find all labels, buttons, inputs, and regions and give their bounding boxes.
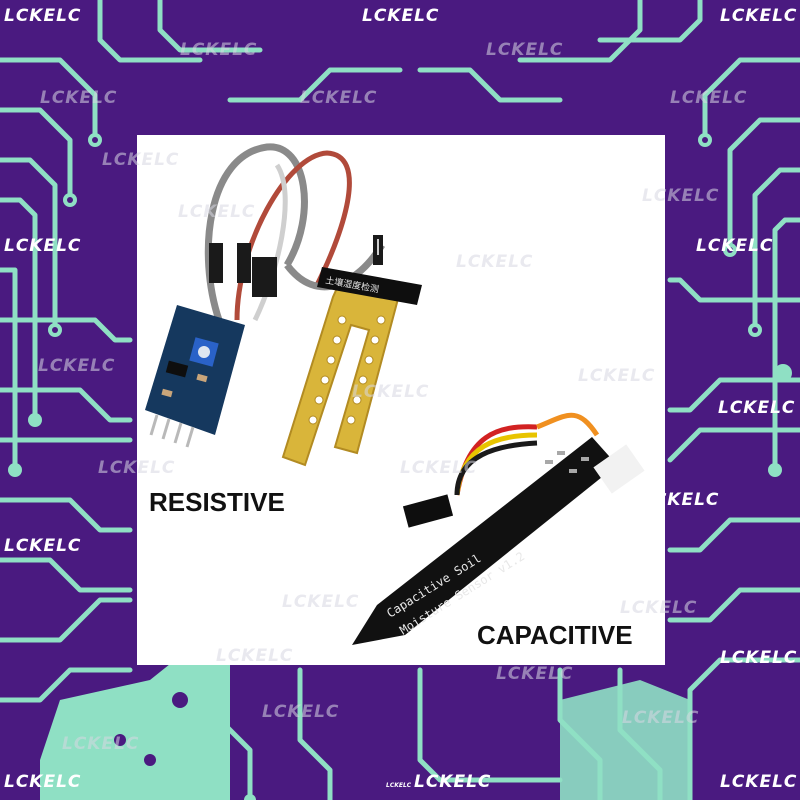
capacitive-label: CAPACITIVE [477, 620, 633, 650]
watermark: LCKELC [386, 782, 412, 789]
photo-panel: Capacitive Soil Moisture Sensor v1.2 土壤湿… [137, 135, 665, 665]
watermark: LCKELC [642, 490, 720, 510]
watermark: LCKELC [102, 150, 180, 170]
watermark: LCKELC [62, 734, 140, 754]
capacitive-wires [402, 412, 600, 528]
watermark: LCKELC [38, 356, 116, 376]
resistive-label: RESISTIVE [149, 487, 285, 517]
watermark: LCKELC [400, 458, 478, 478]
watermark: LCKELC [670, 88, 748, 108]
watermark: LCKELC [720, 648, 798, 668]
watermark: LCKELC [696, 236, 774, 256]
watermark: LCKELC [642, 186, 720, 206]
watermark: LCKELC [180, 40, 258, 60]
watermark: LCKELC [622, 708, 700, 728]
watermark: LCKELC [578, 366, 656, 386]
watermark: LCKELC [486, 40, 564, 60]
watermark: LCKELC [4, 772, 82, 792]
watermark: LCKELC [178, 202, 256, 222]
watermark: LCKELC [720, 6, 798, 26]
sensor-photo: Capacitive Soil Moisture Sensor v1.2 土壤湿… [145, 143, 645, 645]
watermark: LCKELC [352, 382, 430, 402]
watermark: LCKELC [720, 772, 798, 792]
watermark: LCKELC [300, 88, 378, 108]
watermark: LCKELC [496, 664, 574, 684]
resistive-probe [281, 235, 422, 467]
watermark: LCKELC [282, 592, 360, 612]
watermark: LCKELC [216, 646, 294, 666]
watermark: LCKELC [362, 6, 440, 26]
watermark: LCKELC [620, 598, 698, 618]
resistive-module-board [145, 305, 245, 448]
watermark: LCKELC [262, 702, 340, 722]
watermark: LCKELC [98, 458, 176, 478]
watermark: LCKELC [718, 398, 796, 418]
watermark: LCKELC [4, 6, 82, 26]
watermark: LCKELC [40, 88, 118, 108]
watermark: LCKELC [4, 236, 82, 256]
watermark: LCKELC [4, 536, 82, 556]
watermark: LCKELC [414, 772, 492, 792]
watermark: LCKELC [456, 252, 534, 272]
